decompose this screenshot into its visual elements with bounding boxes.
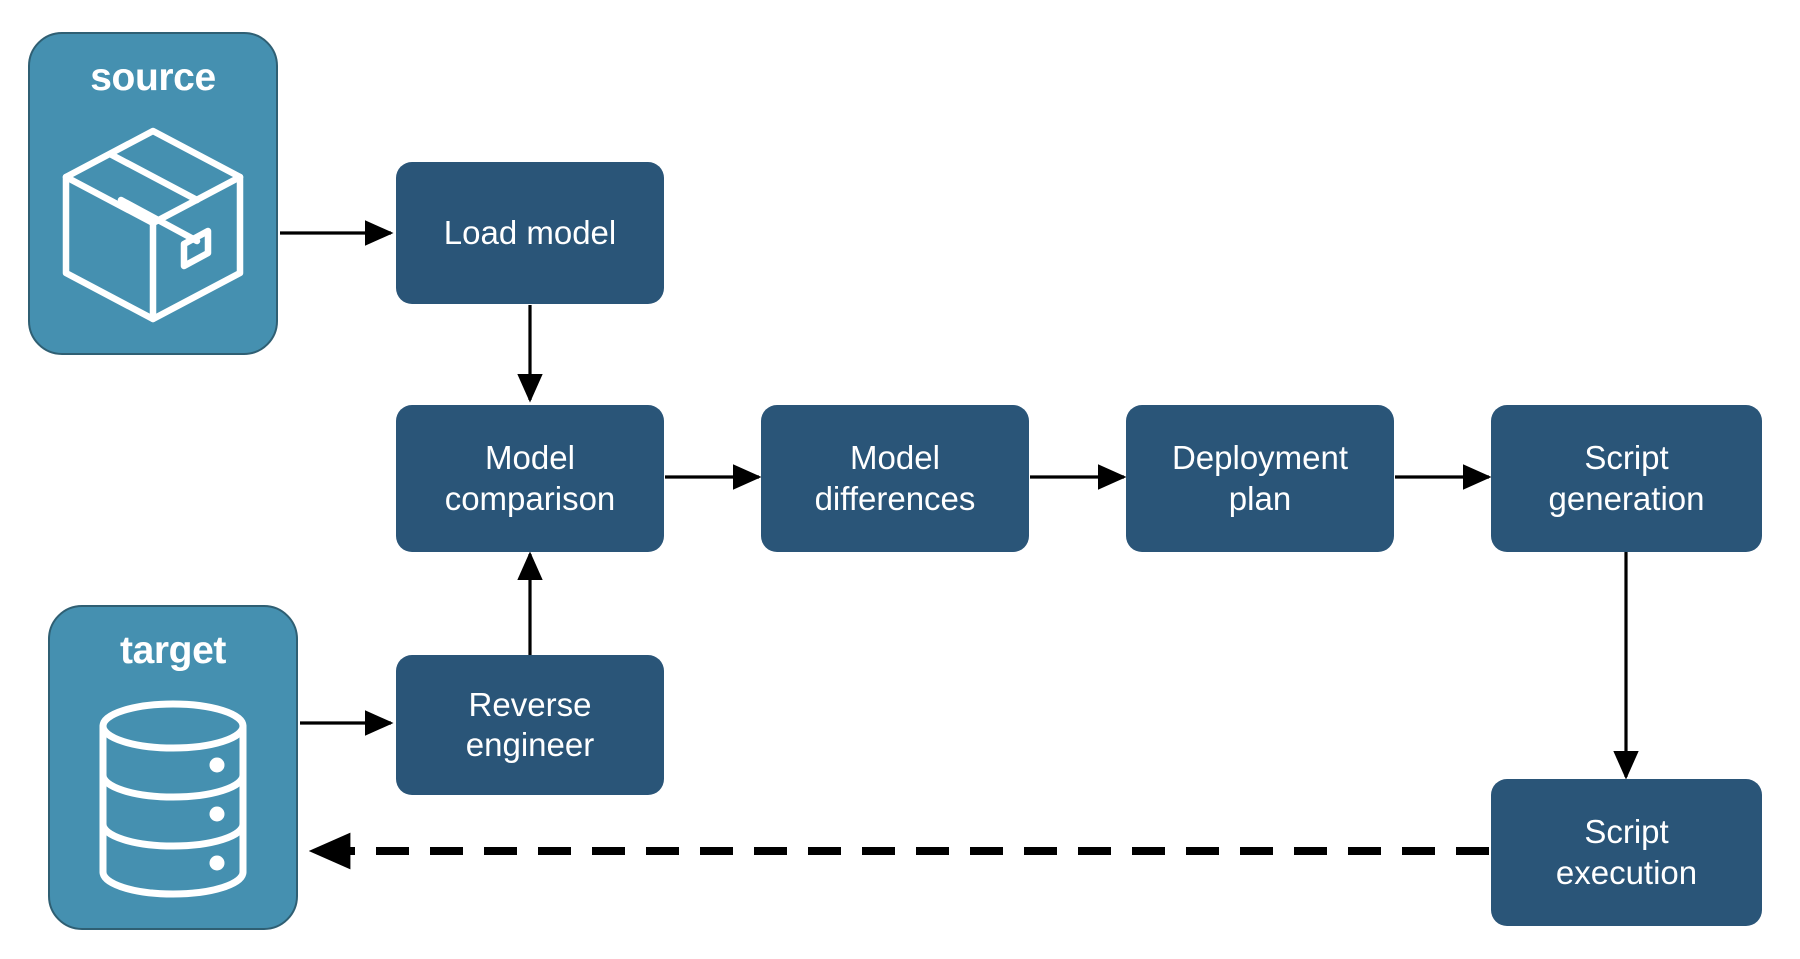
endpoint-card-source[interactable]: source: [28, 32, 278, 355]
process-box-reverse-engineer[interactable]: Reverse engineer: [396, 655, 664, 795]
process-box-model-comparison[interactable]: Model comparison: [396, 405, 664, 552]
process-label-script-execution: Script execution: [1555, 813, 1698, 891]
process-label-model-differences: Model differences: [814, 439, 976, 517]
database-cylinder-icon: [50, 670, 296, 928]
process-label-load-model: Load model: [443, 213, 617, 251]
process-label-reverse-engineer: Reverse engineer: [465, 685, 595, 763]
process-label-model-comparison: Model comparison: [444, 439, 616, 517]
package-box-icon: [30, 97, 276, 353]
process-box-deployment-plan[interactable]: Deployment plan: [1126, 405, 1394, 552]
process-box-load-model[interactable]: Load model: [396, 162, 664, 304]
process-box-model-differences[interactable]: Model differences: [761, 405, 1029, 552]
process-label-deployment-plan: Deployment plan: [1171, 439, 1349, 517]
endpoint-title-target: target: [120, 629, 226, 672]
process-box-script-generation[interactable]: Script generation: [1491, 405, 1762, 552]
endpoint-title-source: source: [90, 56, 216, 99]
endpoint-card-target[interactable]: target: [48, 605, 298, 930]
process-box-script-execution[interactable]: Script execution: [1491, 779, 1762, 926]
process-label-script-generation: Script generation: [1548, 439, 1705, 517]
